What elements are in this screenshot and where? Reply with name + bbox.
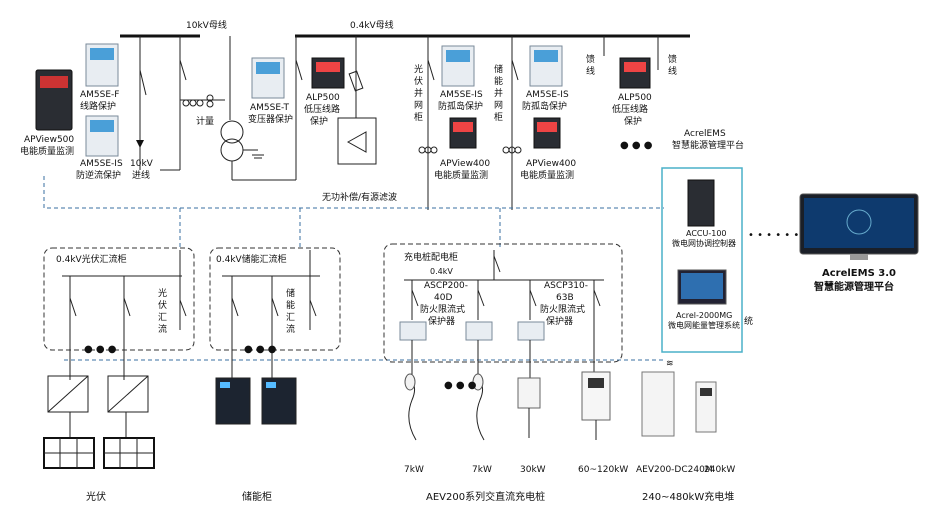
comm-line-top — [43, 176, 664, 209]
side-label: 统 — [744, 315, 753, 327]
store-grid-switch — [511, 59, 519, 81]
pv-vert-label: 光伏汇流 — [158, 287, 167, 335]
acdc-label: AEV200系列交直流充电桩 — [426, 490, 545, 503]
reactive-symbol — [346, 131, 367, 153]
feeder-dots: ● ● ● — [620, 140, 653, 151]
pv-ct-1 — [418, 146, 426, 154]
pv-ct-3 — [430, 146, 438, 154]
p30-label: 30kW — [520, 465, 546, 475]
ct-3 — [196, 99, 204, 107]
reactive-box — [337, 117, 377, 165]
charge-bus-label: 0.4kV — [430, 267, 453, 276]
lv-bus-label: 0.4kV母线 — [350, 19, 394, 31]
p60-label: 60~120kW — [578, 465, 628, 475]
ascp-3 — [517, 321, 545, 341]
store-cab-label: 储能并网柜 — [494, 63, 503, 123]
pile-heap-label: 240~480kW充电堆 — [642, 490, 734, 503]
accu-device — [687, 179, 715, 227]
meter-label: 计量 — [196, 115, 214, 127]
pv-dots: ● ● ● — [84, 344, 117, 355]
pv-combiner-box — [43, 247, 195, 351]
store-vert-label: 储能汇流 — [286, 287, 295, 335]
ct-2 — [189, 99, 197, 107]
pt-2 — [206, 100, 214, 108]
storage-combiner-box — [209, 247, 341, 351]
am5se-f-screen — [90, 48, 114, 60]
ascp-2 — [465, 321, 493, 341]
hv-switch — [179, 59, 187, 81]
link-dots: • • • • • • • • — [748, 230, 817, 241]
monitor-graphic — [846, 209, 872, 235]
pv-box-label: 0.4kV光伏汇流柜 — [56, 253, 127, 265]
ct-1 — [182, 99, 190, 107]
aev-label: AEV200-DC240M — [636, 465, 713, 475]
pv-grid-switch — [427, 59, 435, 81]
platform-box — [661, 167, 743, 353]
store-box-label: 0.4kV储能汇流柜 — [216, 253, 287, 265]
inverter-1 — [47, 375, 89, 413]
p240-label: 240kW — [704, 465, 735, 475]
am5se-t-screen — [256, 62, 280, 74]
storage-label: 储能柜 — [242, 490, 272, 503]
fuse — [348, 70, 364, 92]
reactive-label: 无功补偿/有源滤波 — [322, 191, 397, 203]
apview500-screen — [40, 76, 68, 88]
trafo-coil-2 — [220, 138, 244, 162]
aev200-heap — [641, 371, 675, 437]
feeder1-label: 馈线 — [586, 53, 595, 77]
pv-cab-label: 光伏并网柜 — [414, 63, 423, 123]
pv-label: 光伏 — [86, 490, 106, 503]
am5se-is-left-screen — [90, 120, 114, 132]
lv-incomer-switch — [295, 59, 303, 81]
p7b-label: 7kW — [472, 465, 492, 475]
hv-bus-label: 10kV母线 — [186, 19, 227, 31]
alp500-left-screen — [316, 62, 340, 72]
ev-30kw — [517, 377, 541, 409]
p7a-label: 7kW — [404, 465, 424, 475]
store-dots: ● ● ● — [244, 344, 277, 355]
charge-box-label: 充电桩配电柜 — [404, 251, 458, 263]
feeder2-label: 馈线 — [668, 53, 677, 77]
inverter-2 — [107, 375, 149, 413]
ascp-1 — [399, 321, 427, 341]
wifi-icon: ≋ — [666, 359, 674, 369]
charging-dist-box — [383, 243, 623, 363]
trafo-coil-1 — [220, 120, 244, 144]
ev-dots: ● ● ● — [444, 380, 477, 391]
incoming-arrow — [136, 140, 144, 148]
incoming-switch — [139, 69, 147, 96]
